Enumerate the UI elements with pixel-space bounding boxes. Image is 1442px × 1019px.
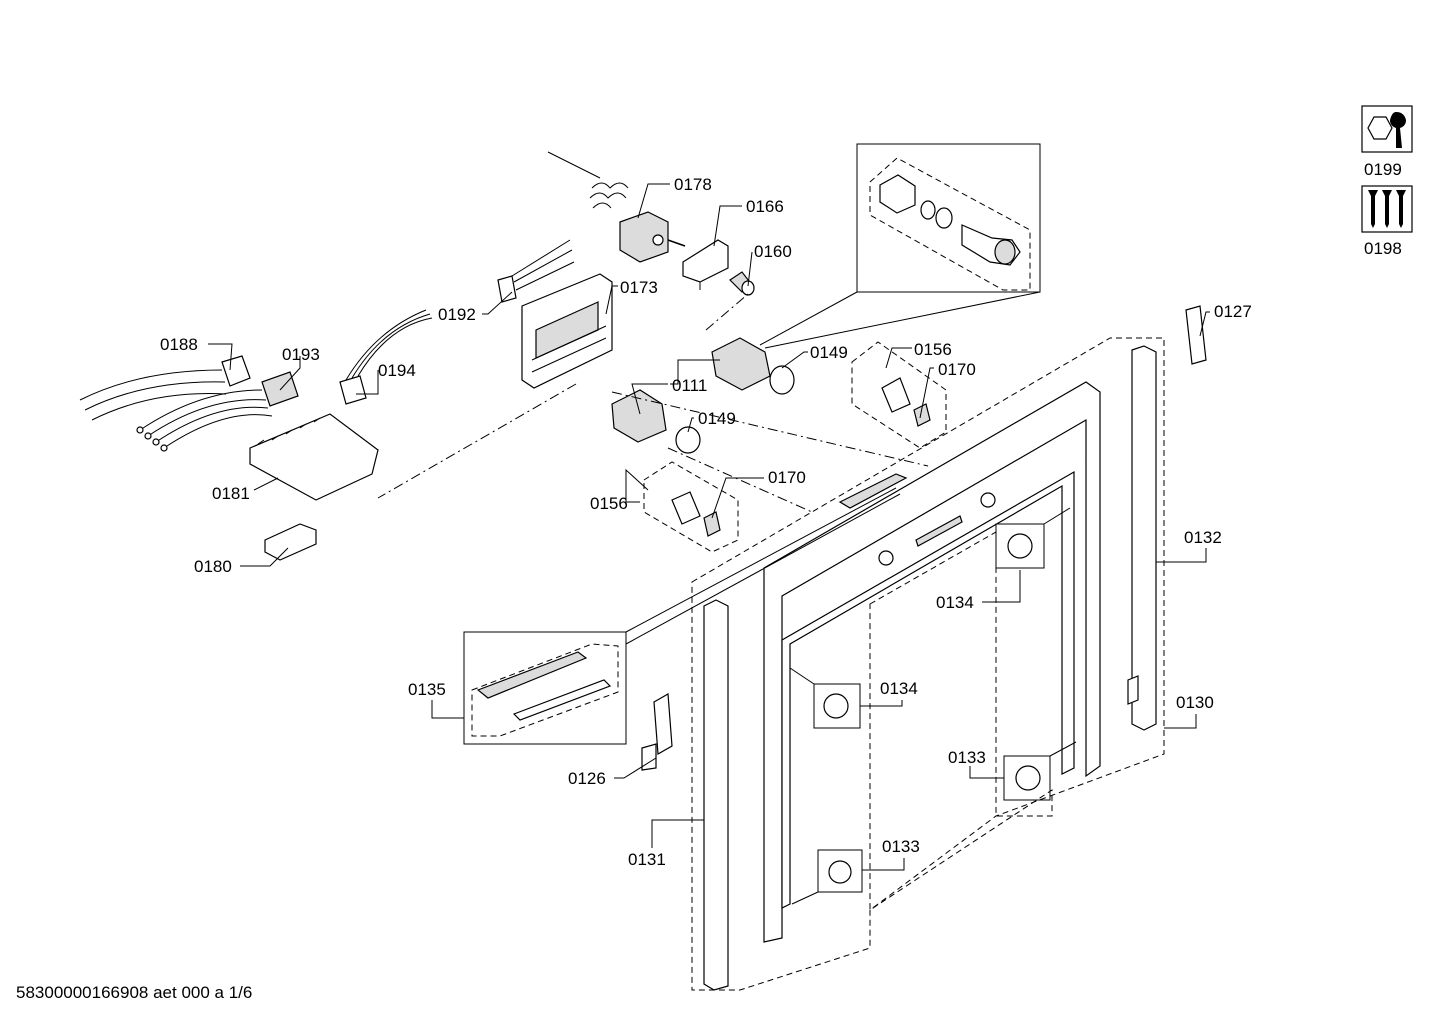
- wrench-nut-icon: [1361, 105, 1413, 153]
- switch-0111: [711, 337, 795, 395]
- label-0199: 0199: [1364, 160, 1402, 179]
- label-0130: 0130: [1176, 693, 1214, 712]
- label-0149-a: 0149: [810, 343, 848, 362]
- label-0166: 0166: [746, 197, 784, 216]
- plug-0134b: [789, 667, 861, 729]
- sensor-0156b: [643, 461, 739, 553]
- rail-0131: [703, 599, 729, 991]
- label-0170-a: 0170: [938, 360, 976, 379]
- label-0156-a: 0156: [914, 340, 952, 359]
- label-0170-b: 0170: [768, 468, 806, 487]
- label-0127: 0127: [1214, 302, 1252, 321]
- inset-detail-knob: [759, 143, 1041, 349]
- label-0194: 0194: [378, 361, 416, 380]
- thermostat-part: [547, 151, 686, 263]
- document-id: 58300000166908 aet 000 a 1/6: [16, 983, 252, 1002]
- bracket-0166: [682, 239, 729, 290]
- label-0180: 0180: [194, 557, 232, 576]
- plug-0134a: [995, 507, 1071, 569]
- connector-0193: [136, 371, 299, 452]
- rail-0132: [1127, 345, 1157, 731]
- label-0160: 0160: [754, 242, 792, 261]
- lamp-0160: [729, 271, 755, 296]
- sensor-0156a: [851, 341, 947, 449]
- label-0111: 0111: [672, 376, 707, 395]
- switch-0111b: [611, 389, 701, 454]
- label-0198: 0198: [1364, 239, 1402, 258]
- label-0131: 0131: [628, 850, 666, 869]
- bracket-0126: [641, 693, 673, 771]
- label-0126: 0126: [568, 769, 606, 788]
- label-0132: 0132: [1184, 528, 1222, 547]
- label-0173: 0173: [620, 278, 658, 297]
- connector-0188: [79, 355, 251, 421]
- control-module-0173: [521, 273, 613, 389]
- label-0134-b: 0134: [880, 679, 918, 698]
- label-0133-a: 0133: [948, 748, 986, 767]
- connector-0194: [339, 309, 433, 405]
- callout-leaders: [208, 183, 1210, 871]
- label-0133-b: 0133: [882, 837, 920, 856]
- label-0135: 0135: [408, 680, 446, 699]
- label-0193: 0193: [282, 345, 320, 364]
- label-0192: 0192: [438, 305, 476, 324]
- label-0156-b: 0156: [590, 494, 628, 513]
- label-0178: 0178: [674, 175, 712, 194]
- label-0134-a: 0134: [936, 593, 974, 612]
- clip-0180: [264, 523, 317, 561]
- label-0181: 0181: [212, 484, 250, 503]
- bracket-0127: [1185, 305, 1207, 365]
- switch-block-0181: [249, 413, 379, 501]
- plug-0133b: [791, 849, 863, 905]
- screws-icon: [1361, 185, 1413, 233]
- label-0149-b: 0149: [698, 409, 736, 428]
- connector-0192: [497, 239, 575, 303]
- label-0188: 0188: [160, 335, 198, 354]
- inset-detail-0135: [463, 473, 908, 745]
- plug-0133a: [1003, 741, 1077, 801]
- frame-assembly: [691, 337, 1165, 991]
